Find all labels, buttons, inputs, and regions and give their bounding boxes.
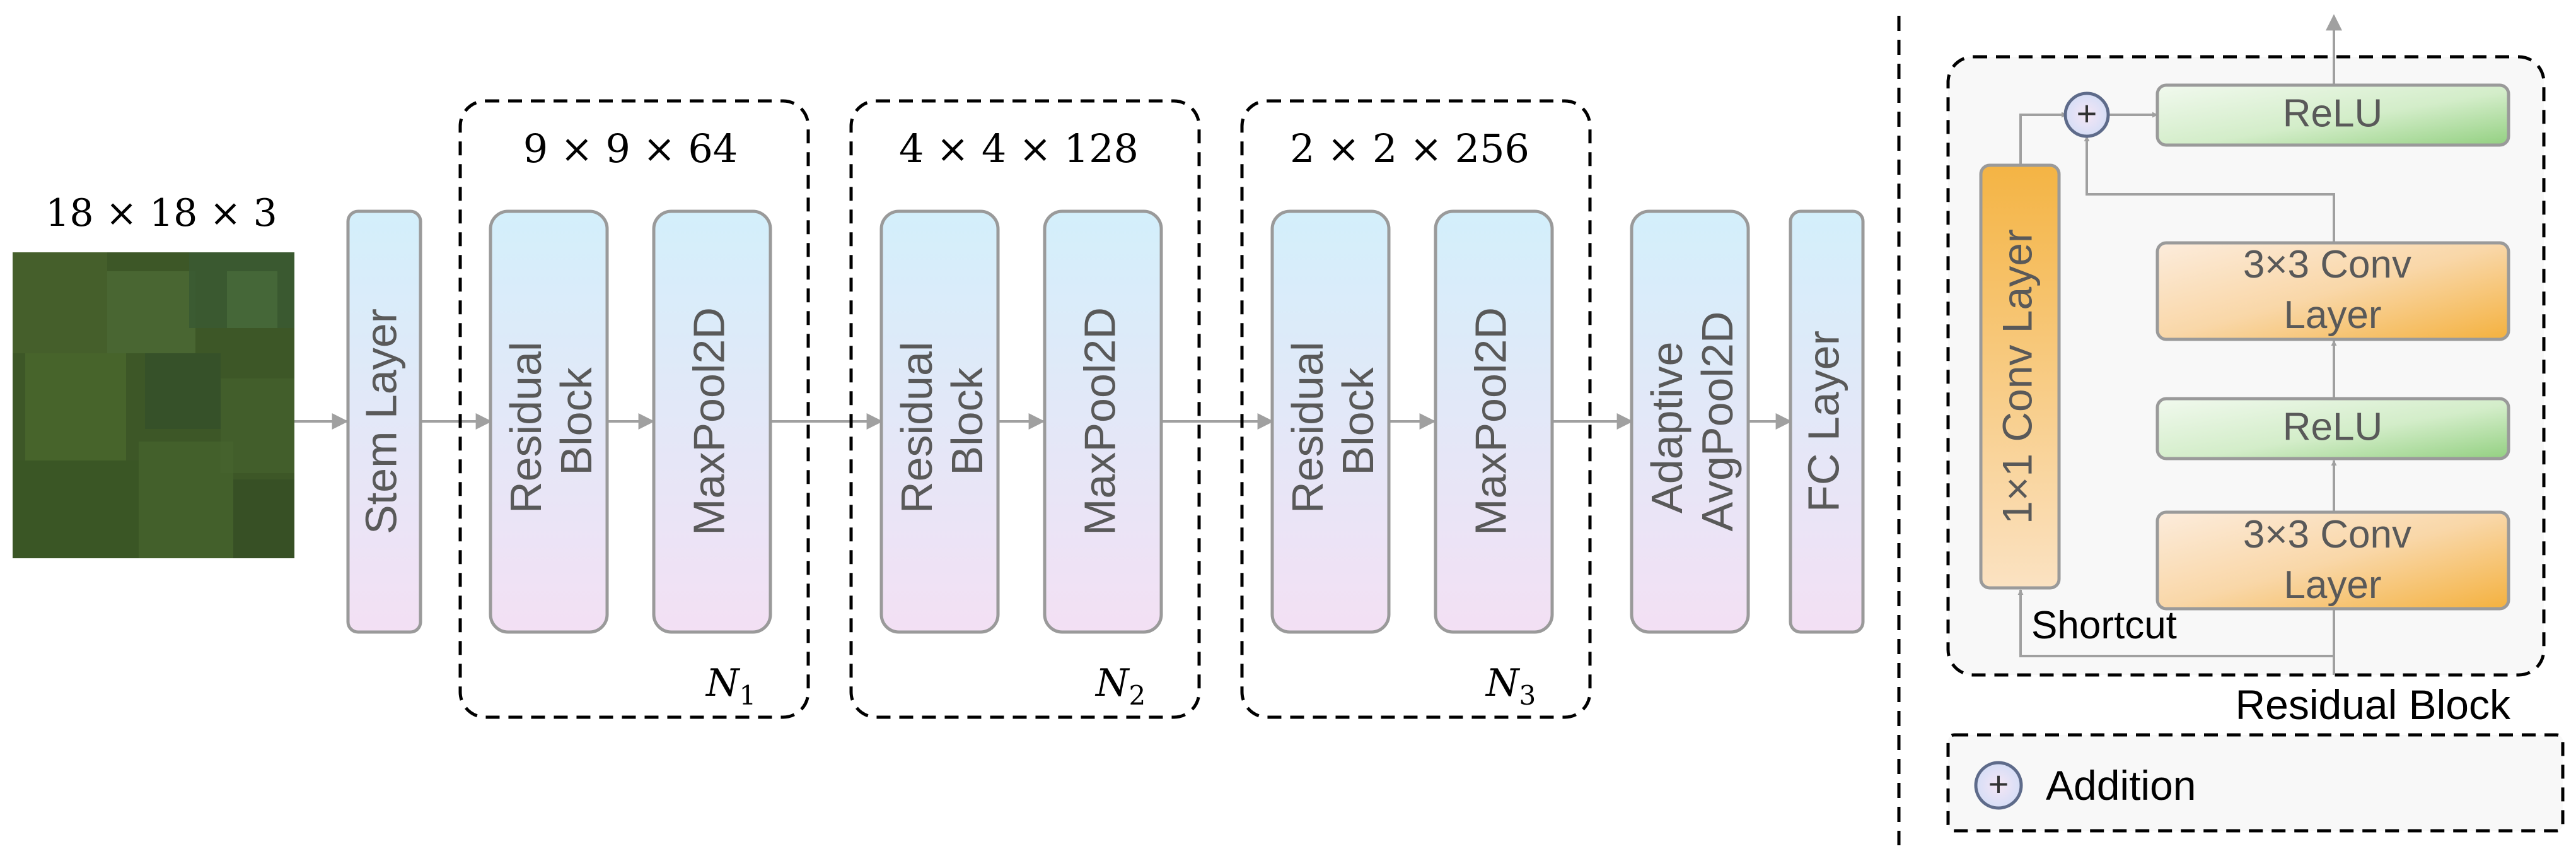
stage-3-maxpool-label: MaxPool2D xyxy=(1466,307,1515,536)
stage-2-repeat: N2 xyxy=(1094,661,1146,711)
conv-lower-label: 3×3 Conv Layer xyxy=(2243,513,2422,607)
stage-1-residual-label: Residual Block xyxy=(501,329,601,513)
add-node-symbol: + xyxy=(2077,93,2097,133)
input-image xyxy=(13,252,294,558)
legend-label: Addition xyxy=(2046,762,2196,809)
legend-add-icon xyxy=(1974,761,2023,810)
residual-connections xyxy=(2017,14,2342,675)
adaptive-avgpool-label: Adaptive AvgPool2D xyxy=(1642,312,1742,532)
adaptive-avgpool-block: Adaptive AvgPool2D xyxy=(1630,209,1750,634)
relu-top-label: ReLU xyxy=(2283,91,2383,135)
stage-1-repeat: N1 xyxy=(705,661,756,711)
legend: + Addition xyxy=(1946,733,2565,833)
fc-layer-label: FC Layer xyxy=(1799,331,1848,512)
stage-3-dims: 2 × 2 × 256 xyxy=(1290,126,1529,172)
stage-1-maxpool-label: MaxPool2D xyxy=(684,307,733,536)
add-node xyxy=(2063,91,2110,138)
stage-1-dims: 9 × 9 × 64 xyxy=(523,126,738,172)
stage-2-maxpool-label: MaxPool2D xyxy=(1075,307,1124,536)
shortcut-conv-label: 1×1 Conv Layer xyxy=(1993,229,2040,524)
relu-mid-label: ReLU xyxy=(2283,405,2383,449)
input-dims-label: 18 × 18 × 3 xyxy=(45,191,277,235)
stage-2-residual-label: Residual Block xyxy=(892,329,992,513)
residual-block-title: Residual Block xyxy=(2235,681,2511,728)
stage-3-repeat: N3 xyxy=(1485,661,1536,711)
stage-3-residual-label: Residual Block xyxy=(1283,329,1383,513)
legend-add-symbol: + xyxy=(1988,764,2009,804)
fc-layer-block: FC Layer xyxy=(1789,209,1865,634)
stage-3: 2 × 2 × 256 Residual Block MaxPool2D N3 xyxy=(1240,99,1592,719)
stage-2-dims: 4 × 4 × 128 xyxy=(899,126,1139,172)
shortcut-label: Shortcut xyxy=(2031,604,2177,647)
residual-block-detail: 1×1 Conv Layer + ReLU 3×3 Conv Layer ReL… xyxy=(1946,14,2546,677)
stem-layer-block: Stem Layer xyxy=(346,209,422,634)
stem-layer-label: Stem Layer xyxy=(356,308,405,534)
conv-upper-label: 3×3 Conv Layer xyxy=(2243,243,2422,337)
stage-1: 9 × 9 × 64 Residual Block MaxPool2D N1 xyxy=(458,99,810,719)
stage-2: 4 × 4 × 128 Residual Block MaxPool2D N2 xyxy=(849,99,1201,719)
